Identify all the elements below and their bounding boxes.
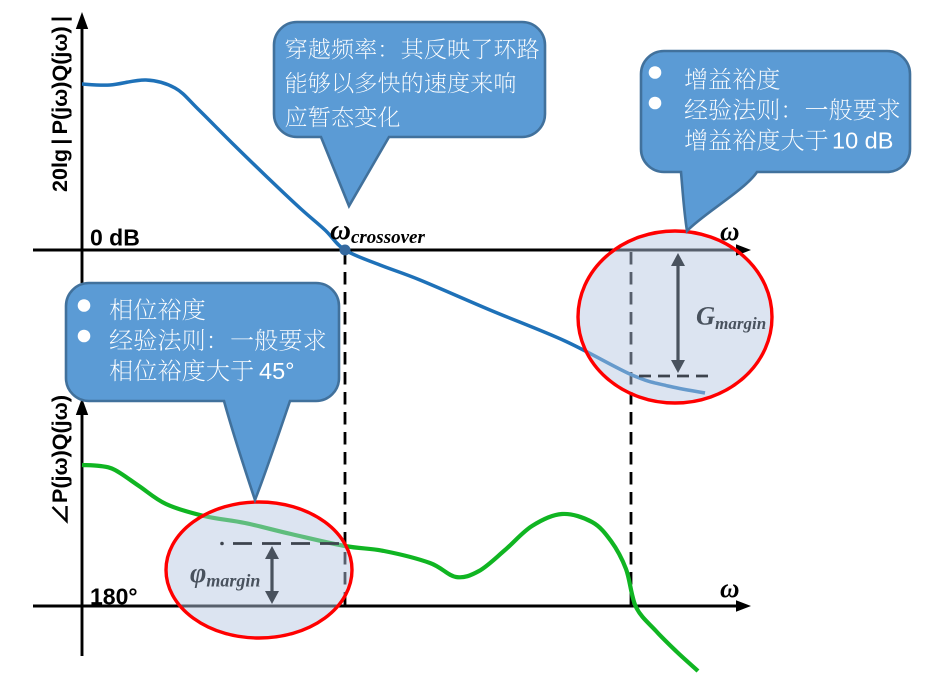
svg-text:ω: ω [720, 573, 740, 603]
svg-text:10 dB: 10 dB [832, 128, 893, 154]
svg-text:ω: ω [720, 216, 740, 246]
svg-text:20lg | P(jω)Q(jω) |: 20lg | P(jω)Q(jω) | [48, 16, 72, 192]
svg-text:P(jω)Q(jω): P(jω)Q(jω) [48, 395, 72, 503]
svg-text:180°: 180° [90, 584, 138, 610]
svg-text:0 dB: 0 dB [90, 225, 140, 251]
svg-text:45°: 45° [259, 358, 295, 384]
